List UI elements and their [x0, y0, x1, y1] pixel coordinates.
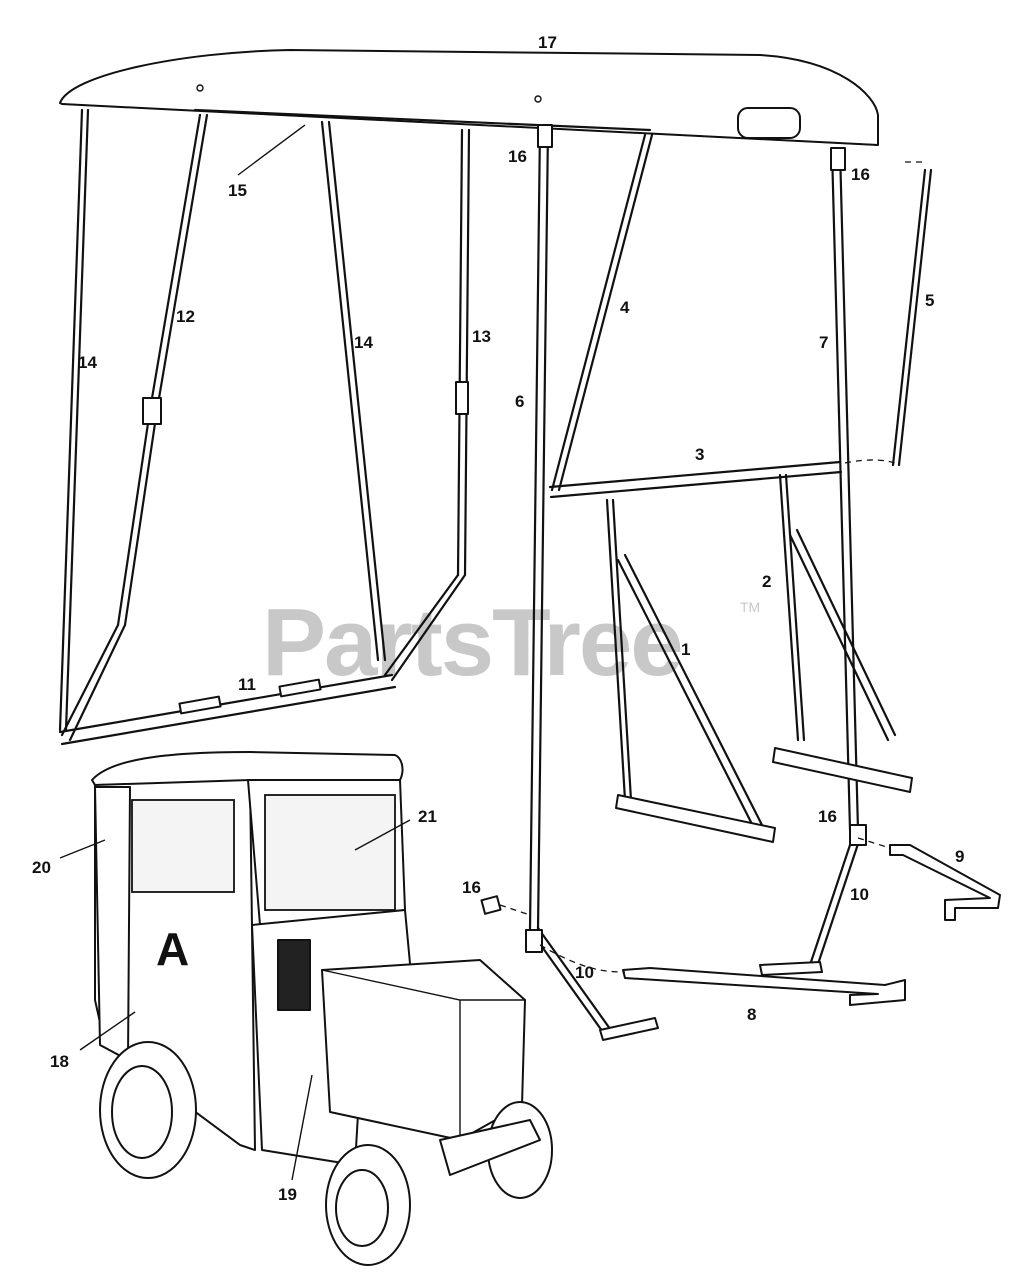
- callout-7: 7: [819, 333, 828, 352]
- callout-14: 14: [78, 353, 97, 372]
- leader-15: [237, 124, 306, 176]
- leader-lines: [59, 819, 411, 1181]
- part-roof-17: [59, 49, 879, 146]
- callout-1: 1: [681, 640, 690, 659]
- callout-9: 9: [955, 847, 964, 866]
- part-cab-tractor: A: [91, 751, 553, 1266]
- callout-14: 14: [354, 333, 373, 352]
- callout-21: 21: [418, 807, 437, 826]
- callout-5: 5: [925, 291, 934, 310]
- callout-10: 10: [850, 885, 869, 904]
- callout-12: 12: [176, 307, 195, 326]
- callout-8: 8: [747, 1005, 756, 1024]
- callout-6: 6: [515, 392, 524, 411]
- part-left-frame: [58, 108, 471, 746]
- callouts: 17 15 16 16 14 12 14 13 4 5 7 6 3 2 1 11…: [32, 33, 964, 1204]
- callout-18: 18: [50, 1052, 69, 1071]
- part-right-frame: [480, 124, 1001, 1041]
- callout-16: 16: [851, 165, 870, 184]
- callout-16: 16: [818, 807, 837, 826]
- callout-10: 10: [575, 963, 594, 982]
- callout-16: 16: [462, 878, 481, 897]
- callout-20: 20: [32, 858, 51, 877]
- callout-3: 3: [695, 445, 704, 464]
- callout-4: 4: [620, 298, 630, 317]
- callout-11: 11: [238, 675, 256, 694]
- watermark-trademark: TM: [740, 599, 760, 615]
- callout-16: 16: [508, 147, 527, 166]
- callout-13: 13: [472, 327, 491, 346]
- callout-19: 19: [278, 1185, 297, 1204]
- callout-17: 17: [538, 33, 557, 52]
- callout-2: 2: [762, 572, 771, 591]
- callout-15: 15: [228, 181, 247, 200]
- cab-emblem: A: [156, 923, 189, 975]
